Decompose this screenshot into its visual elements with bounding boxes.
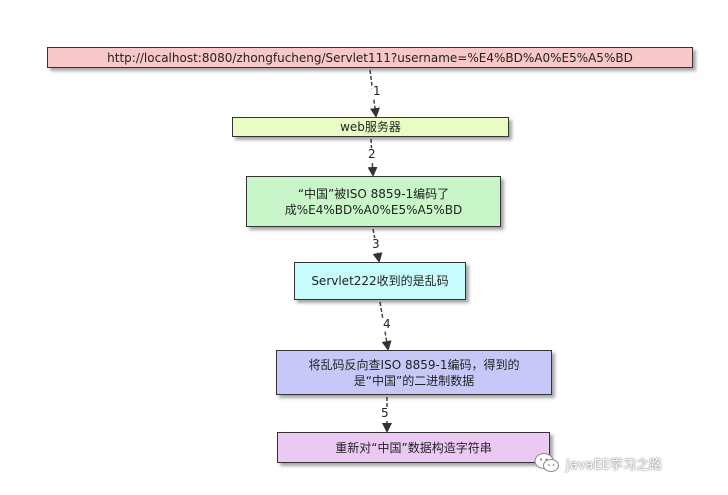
- edge-label-5: 5: [380, 406, 390, 420]
- watermark: JavaEE学习之路: [534, 452, 662, 474]
- connector-4: [379, 301, 392, 351]
- edge-label-3: 3: [371, 237, 381, 251]
- node-reverse-lookup: 将乱码反向查ISO 8859-1编码，得到的 是“中国”的二进制数据: [276, 350, 552, 395]
- edge-label-2: 2: [367, 147, 377, 161]
- node-iso-encoding: “中国”被ISO 8859-1编码了 成%E4%BD%A0%E5%A5%BD: [246, 176, 501, 227]
- connector-1: [369, 69, 380, 118]
- node-request-url: http://localhost:8080/zhongfucheng/Servl…: [47, 47, 693, 68]
- node-web-server: web服务器: [232, 117, 509, 137]
- wechat-icon: [534, 453, 559, 472]
- watermark-text: JavaEE学习之路: [566, 457, 662, 473]
- node-servlet-receives: Servlet222收到的是乱码: [294, 262, 466, 300]
- connector-3: [372, 228, 383, 263]
- node-rebuild-string: 重新对“中国”数据构造字符串: [277, 432, 550, 463]
- edge-label-4: 4: [382, 317, 392, 331]
- edge-label-1: 1: [372, 84, 382, 98]
